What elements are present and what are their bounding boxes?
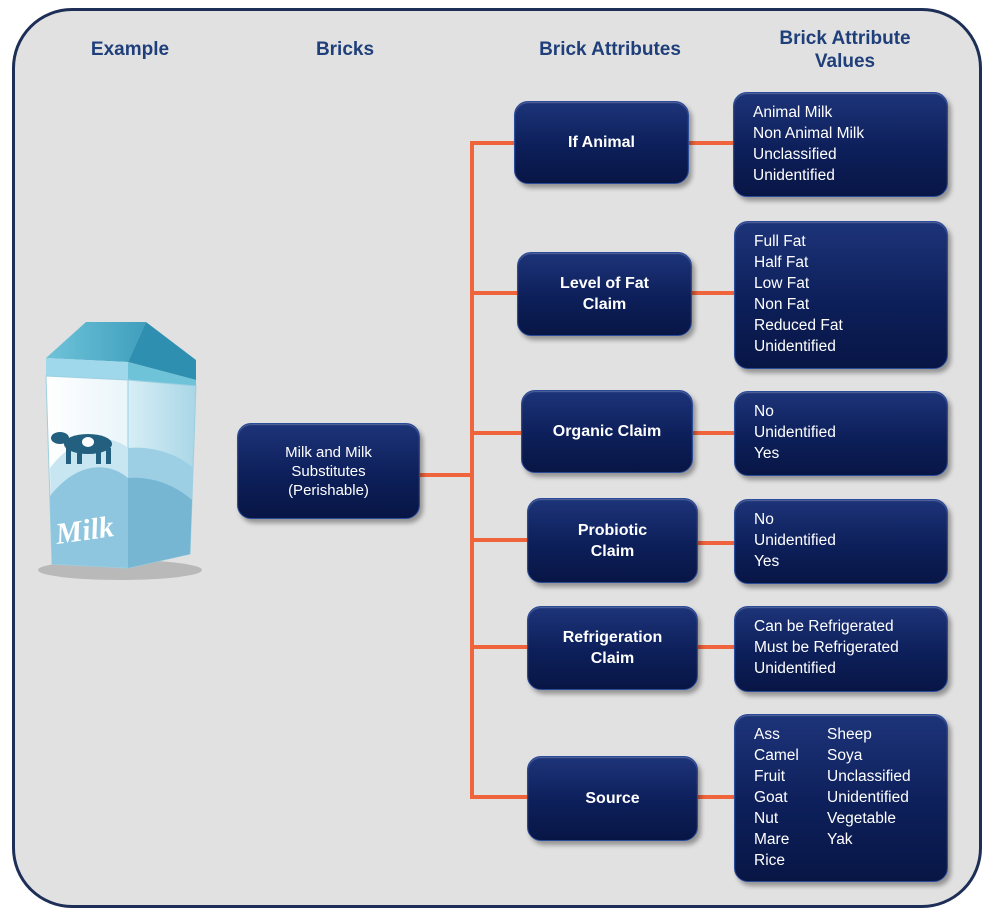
attribute-if-animal: If Animal — [514, 101, 689, 184]
value-item: Can be Refrigerated — [754, 618, 894, 635]
value-item: Nut — [754, 810, 779, 827]
header-brick-attribute-values: Brick Attribute Values — [779, 28, 911, 72]
values-if-animal: Animal Milk Non Animal Milk Unclassified… — [733, 92, 948, 197]
carton-label: Milk — [52, 510, 115, 551]
value-item: Yak — [827, 831, 853, 848]
values-two-column: Ass Camel Fruit Goat Nut Mare Rice Sheep… — [754, 724, 911, 871]
values-list: No Unidentified Yes — [754, 401, 836, 464]
values-list-left: Ass Camel Fruit Goat Nut Mare Rice — [754, 724, 827, 871]
value-item: Soya — [827, 747, 863, 764]
value-item: Vegetable — [827, 810, 896, 827]
value-item: Unclassified — [827, 768, 911, 785]
value-item: Unidentified — [754, 338, 836, 355]
value-item: Unclassified — [753, 146, 837, 163]
value-item: Unidentified — [754, 660, 836, 677]
attribute-refrigeration-claim: Refrigeration Claim — [527, 606, 698, 690]
value-item: No — [754, 403, 774, 420]
value-item: Reduced Fat — [754, 317, 843, 334]
value-item: Rice — [754, 852, 786, 869]
attribute-level-of-fat-claim: Level of Fat Claim — [517, 252, 692, 336]
attribute-probiotic-claim: Probiotic Claim — [527, 498, 698, 583]
header-brick-attributes: Brick Attributes — [539, 39, 681, 60]
value-item: No — [754, 511, 774, 528]
values-list: No Unidentified Yes — [754, 509, 836, 572]
header-example: Example — [90, 39, 170, 60]
value-item: Non Animal Milk — [753, 125, 865, 142]
values-refrigeration-claim: Can be Refrigerated Must be Refrigerated… — [734, 606, 948, 692]
values-level-of-fat-claim: Full Fat Half Fat Low Fat Non Fat Reduce… — [734, 221, 948, 369]
value-item: Unidentified — [754, 424, 836, 441]
value-item: Half Fat — [754, 254, 809, 271]
values-list: Can be Refrigerated Must be Refrigerated… — [754, 616, 899, 679]
brick-milk-substitutes: Milk and Milk Substitutes (Perishable) — [237, 423, 420, 519]
value-item: Unidentified — [753, 167, 835, 184]
attribute-source: Source — [527, 756, 698, 841]
value-item: Unidentified — [754, 532, 836, 549]
value-item: Goat — [754, 789, 788, 806]
header-bricks: Bricks — [315, 39, 375, 60]
value-item: Yes — [754, 553, 780, 570]
value-item: Non Fat — [754, 296, 810, 313]
values-list: Full Fat Half Fat Low Fat Non Fat Reduce… — [754, 231, 843, 357]
value-item: Low Fat — [754, 275, 810, 292]
value-item: Animal Milk — [753, 104, 833, 121]
values-list-right: Sheep Soya Unclassified Unidentified Veg… — [827, 724, 911, 871]
value-item: Yes — [754, 445, 780, 462]
value-item: Sheep — [827, 726, 872, 743]
value-item: Mare — [754, 831, 790, 848]
value-item: Full Fat — [754, 233, 806, 250]
values-list: Animal Milk Non Animal Milk Unclassified… — [753, 102, 864, 186]
value-item: Camel — [754, 747, 799, 764]
value-item: Must be Refrigerated — [754, 639, 899, 656]
milk-carton-icon: Milk — [38, 322, 202, 580]
value-item: Ass — [754, 726, 780, 743]
values-organic-claim: No Unidentified Yes — [734, 391, 948, 476]
value-item: Unidentified — [827, 789, 909, 806]
value-item: Fruit — [754, 768, 785, 785]
values-source: Ass Camel Fruit Goat Nut Mare Rice Sheep… — [734, 714, 948, 882]
values-probiotic-claim: No Unidentified Yes — [734, 499, 948, 584]
attribute-organic-claim: Organic Claim — [521, 390, 693, 473]
